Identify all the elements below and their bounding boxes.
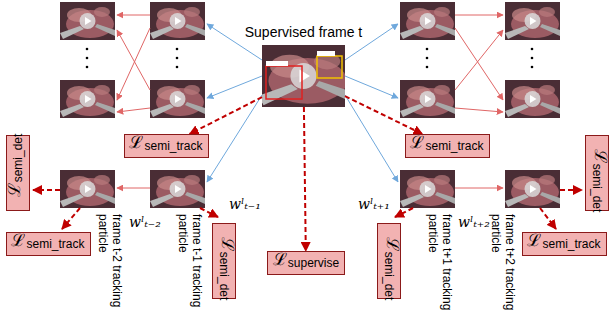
loss-box: ℒsemi_track [522, 232, 607, 256]
loss-label: ℒsemi_track [11, 237, 84, 251]
loss-box: ℒsemi_det [585, 135, 609, 211]
video-frame [505, 170, 560, 208]
loss-label: ℒsemi_det [217, 237, 231, 286]
loss-box: ℒsemi_track [405, 134, 490, 158]
frame-node: Supervised frame t [262, 45, 345, 107]
loss-box: ℒsemi_det [212, 223, 236, 299]
weight-label: wˡₜ₊₁ [357, 196, 391, 213]
video-frame [150, 170, 205, 208]
detection-box [266, 66, 302, 99]
video-frame [505, 2, 560, 40]
weight-label: wˡₜ₋₂ [128, 214, 162, 231]
loss-arrow [190, 97, 262, 134]
loss-label: ℒsemi_det [590, 149, 604, 198]
loss-label: ℒsemi_track [129, 139, 202, 153]
frame-caption: frame t-2 tracking particle [96, 214, 124, 322]
loss-label: ℒsupervise [273, 256, 339, 270]
video-frame [60, 80, 115, 118]
loss-box: ℒsupervise [267, 251, 345, 275]
frame-caption: frame t+2 tracking particle [489, 214, 517, 322]
video-frame [150, 80, 205, 118]
ellipsis-dots [86, 48, 534, 69]
weight-label: wˡₜ₊₂ [457, 214, 491, 231]
video-frame [400, 2, 455, 40]
weight-label: wˡₜ₋₁ [228, 196, 262, 213]
loss-label: ℒsemi_det [11, 149, 25, 198]
loss-label: ℒsemi_track [527, 237, 600, 251]
frame-caption: frame t+1 tracking particle [426, 214, 454, 322]
loss-box: ℒsemi_track [124, 134, 209, 158]
loss-box: ℒsemi_track [6, 232, 91, 256]
video-frame [505, 80, 560, 118]
loss-box: ℒsemi_det [377, 223, 401, 299]
loss-label: ℒsemi_det [382, 237, 396, 286]
video-frame [60, 170, 115, 208]
frame-caption: frame t-1 tracking particle [176, 214, 204, 322]
loss-label: ℒsemi_track [410, 139, 483, 153]
detection-tag [317, 51, 335, 56]
video-frame [60, 2, 115, 40]
loss-arrow [345, 96, 422, 134]
frame-heading: Supervised frame t [245, 24, 363, 41]
detection-box [317, 56, 342, 78]
loss-arrow [304, 107, 306, 251]
video-frame [400, 80, 455, 118]
detection-tag [266, 61, 288, 66]
video-frame [400, 170, 455, 208]
supervised-frame [259, 45, 349, 107]
resampling-arrows [117, 15, 503, 188]
loss-box: ℒsemi_det [6, 135, 30, 211]
propagation-arrows [207, 24, 398, 182]
video-frame [150, 2, 205, 40]
